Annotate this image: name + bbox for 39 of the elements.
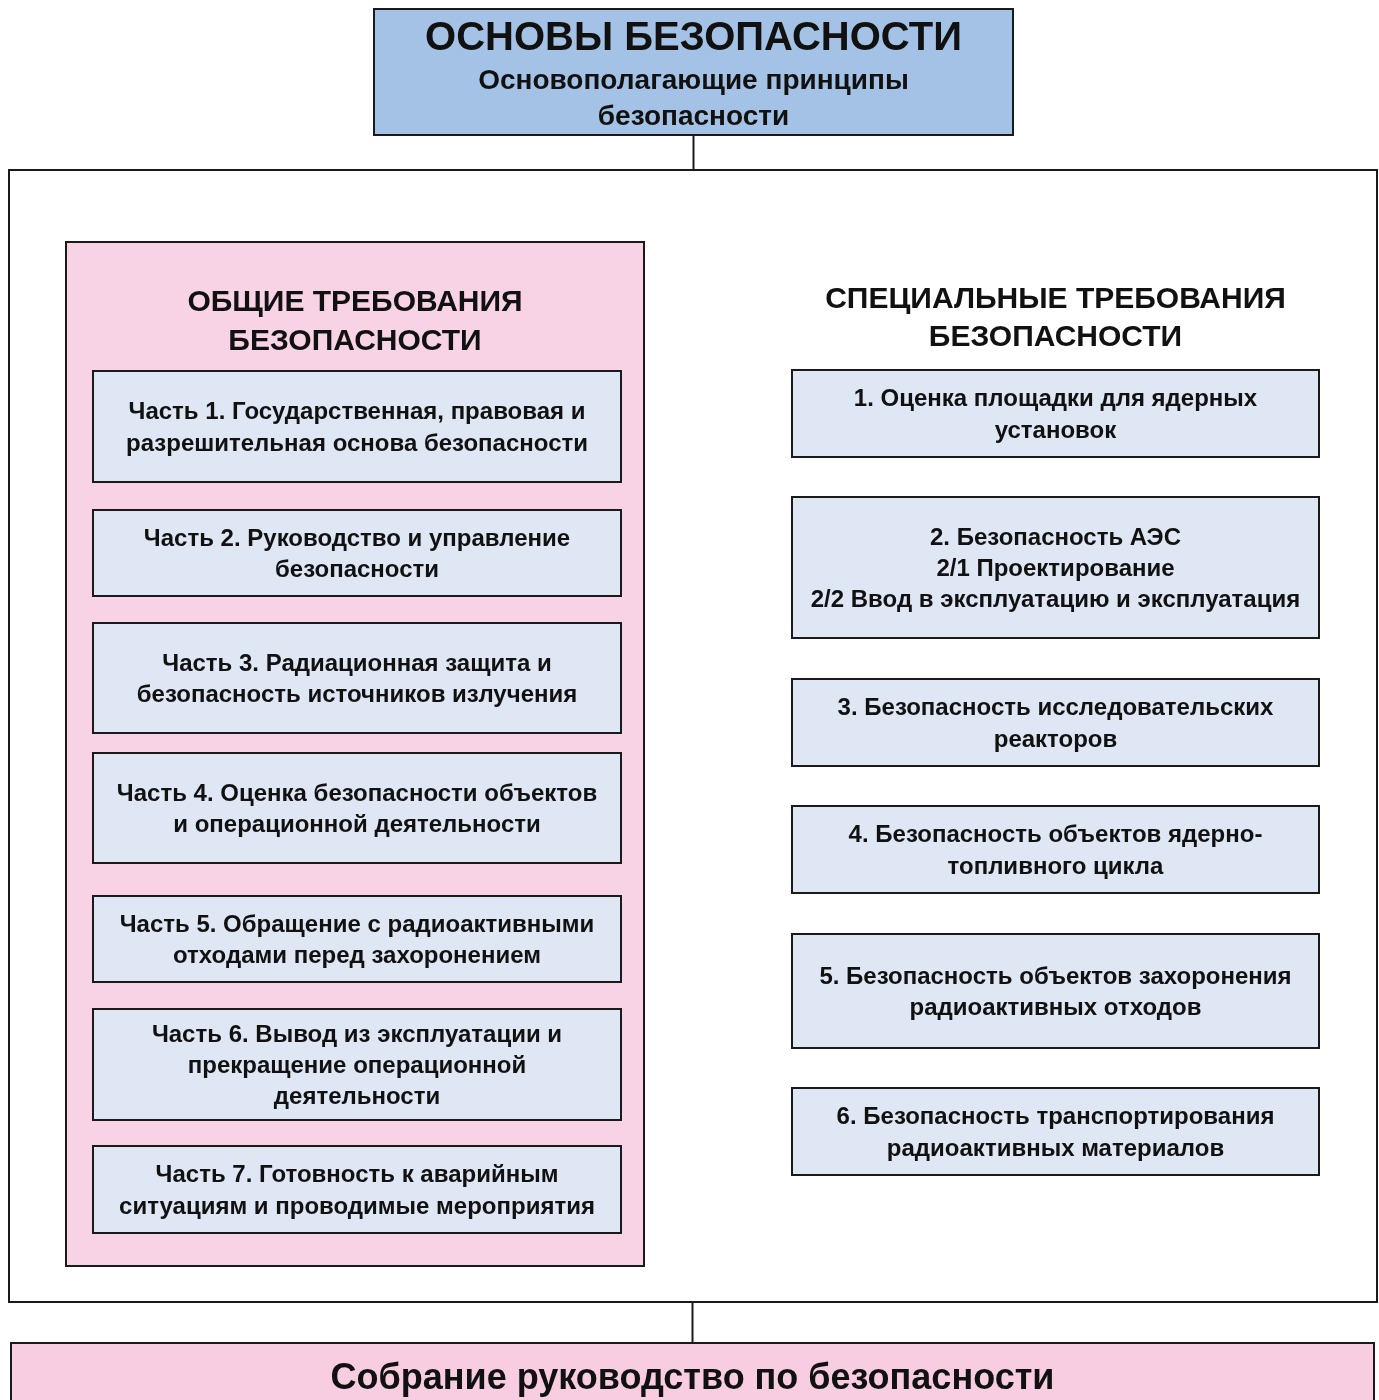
section-heading: СПЕЦИАЛЬНЫЕ ТРЕБОВАНИЯ БЕЗОПАСНОСТИ [824,280,1287,354]
box-text: 2. Безопасность АЭС [929,521,1182,552]
box-text: Часть 1. Государственная, правовая и разрешительная основа безопасности [125,396,589,458]
section-box [791,678,1320,767]
connector-line [691,1302,694,1343]
section-box [92,370,622,483]
box-text: 3. Безопасность исследовательских реакторов [836,692,1275,754]
box-text: Часть 5. Обращение с радиоактивными отходами перед захоронением [118,908,596,970]
section-box [92,509,622,597]
box-text: 1. Оценка площадки для ядерных установок [852,383,1259,445]
title-box [373,8,1014,136]
box-text: Часть 3. Радиационная защита и безопасность источников излучения [135,647,579,709]
section-box [92,622,622,734]
section-box [791,933,1320,1049]
connector-line [692,135,695,170]
section-box [92,752,622,864]
summary-text: Собрание руководство по безопасности [329,1355,1056,1399]
box-text: 2/1 Проектирование [935,552,1176,583]
section-box [791,1087,1320,1176]
subtitle-text: Основополагающие принципы безопасности [477,62,910,133]
group-panel [65,241,645,1267]
box-text: 4. Безопасность объектов ядерно-топливного цикла [847,819,1264,881]
box-text: 5. Безопасность объектов захоронения радиоактивных отходов [818,960,1293,1022]
box-text: Часть 6. Вывод из эксплуатации и прекращение операционной деятельности [150,1018,564,1112]
box-text: Часть 4. Оценка безопасности объектов и операционной деятельности [115,777,599,839]
box-text: 6. Безопасность транспортирования радиоактивных материалов [835,1101,1276,1163]
section-box [92,895,622,983]
section-box [791,496,1320,639]
section-box [791,805,1320,894]
group-heading: ОБЩИЕ ТРЕБОВАНИЯ БЕЗОПАСНОСТИ [186,283,524,358]
section-box [92,1145,622,1234]
section-box [92,1008,622,1121]
frame-box [8,169,1378,1303]
box-text: Часть 7. Готовность к аварийным ситуациям и проводимые мероприятия [118,1159,596,1221]
summary-box [10,1342,1375,1400]
section-box [791,369,1320,458]
title-text: ОСНОВЫ БЕЗОПАСНОСТИ [424,12,963,60]
box-text: Часть 2. Руководство и управление безопасности [142,522,572,584]
box-text: 2/2 Ввод в эксплуатацию и эксплуатация [809,584,1302,615]
